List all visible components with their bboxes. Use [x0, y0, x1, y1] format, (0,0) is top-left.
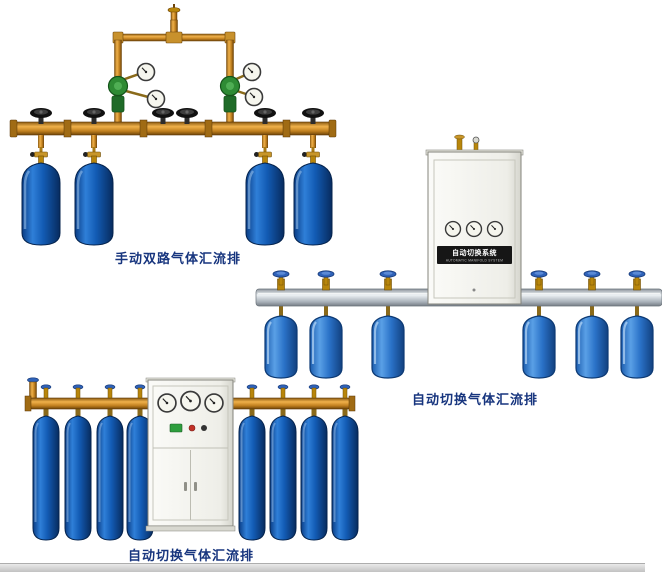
cabinet-gauges — [157, 390, 224, 413]
figure-auto-switch-manifold-right: 自动切换系统 AUTOMATIC MANIFOLD SYSTEM — [255, 134, 662, 380]
gas-cylinder — [96, 415, 124, 541]
gas-cylinder — [20, 161, 62, 247]
door-handle — [194, 482, 197, 491]
valve-handwheel-icon — [176, 108, 198, 124]
switch-cabinet — [145, 377, 236, 532]
cabinet-subtitle: AUTOMATIC MANIFOLD SYSTEM — [446, 259, 503, 263]
valve-handwheel-icon — [302, 108, 324, 124]
valve-handwheel-icon — [379, 270, 397, 286]
gas-cylinder — [64, 415, 92, 541]
cabinet-lock-icon — [472, 288, 476, 292]
riser-valve-icon — [134, 384, 146, 399]
caption-auto-switch-bottom: 自动切换气体汇流排 — [127, 548, 254, 563]
cabinet-buttons — [169, 423, 207, 433]
pressure-gauge-icon — [146, 89, 166, 109]
cabinet-title: 自动切换系统 — [452, 248, 497, 257]
cabinet-top-fittings — [454, 134, 480, 153]
gas-cylinder — [521, 314, 557, 380]
outlet-valve-icon — [167, 4, 181, 23]
header-couplings — [24, 395, 356, 412]
pressure-regulator-right-icon — [219, 71, 253, 113]
cabinet-gauges — [444, 220, 504, 238]
valve-handwheel-icon — [628, 270, 646, 286]
gas-cylinder — [73, 161, 115, 247]
valve-handwheel-icon — [152, 108, 174, 124]
riser-valve-icon — [72, 384, 84, 399]
valve-handwheel-icon — [530, 270, 548, 286]
header-couplings — [9, 119, 337, 138]
gas-cylinder — [263, 314, 299, 380]
riser-valve-icon — [246, 384, 258, 399]
gas-cylinder — [32, 415, 60, 541]
valve-handwheel-icon — [83, 108, 105, 124]
figure-auto-switch-manifold-bottom — [24, 377, 359, 541]
pressure-gauge-icon — [244, 87, 264, 107]
caption-auto-switch-right: 自动切换气体汇流排 — [411, 392, 538, 407]
door-handle — [184, 482, 187, 491]
gas-cylinder — [574, 314, 610, 380]
valve-handwheel-icon — [254, 108, 276, 124]
gas-cylinder — [244, 161, 286, 247]
control-cabinet: 自动切换系统 AUTOMATIC MANIFOLD SYSTEM — [425, 134, 524, 305]
valve-handwheel-icon — [272, 270, 290, 286]
caption-manual-dual-manifold: 手动双路气体汇流排 — [114, 251, 241, 266]
gas-cylinder — [292, 161, 334, 247]
figure-manual-dual-manifold — [9, 4, 337, 247]
pressure-gauge-icon — [242, 62, 262, 82]
gas-cylinder — [331, 415, 359, 541]
cylinder-connections — [29, 135, 320, 165]
riser-valve-icon — [339, 384, 351, 399]
cylinder-necks — [279, 300, 639, 318]
gas-cylinder — [269, 415, 297, 541]
riser-valve-icon — [277, 384, 289, 399]
cabinet-base — [145, 525, 236, 532]
gas-cylinder — [308, 314, 344, 380]
pressure-gauge-icon — [136, 62, 156, 82]
valve-handwheel-icon — [30, 108, 52, 124]
gas-cylinder — [300, 415, 328, 541]
riser-valve-icon — [40, 384, 52, 399]
gas-cylinder — [238, 415, 266, 541]
bottom-border-strip — [0, 563, 645, 572]
gas-cylinder — [370, 314, 406, 380]
riser-valve-icon — [308, 384, 320, 399]
riser-valve-icon — [104, 384, 116, 399]
gas-cylinder — [619, 314, 655, 380]
cabinet-panel — [437, 246, 512, 264]
pressure-regulator-left-icon — [107, 71, 153, 113]
valve-handwheel-icon — [317, 270, 335, 286]
valve-handwheel-icon — [583, 270, 601, 286]
cylinder-necks — [43, 408, 348, 418]
